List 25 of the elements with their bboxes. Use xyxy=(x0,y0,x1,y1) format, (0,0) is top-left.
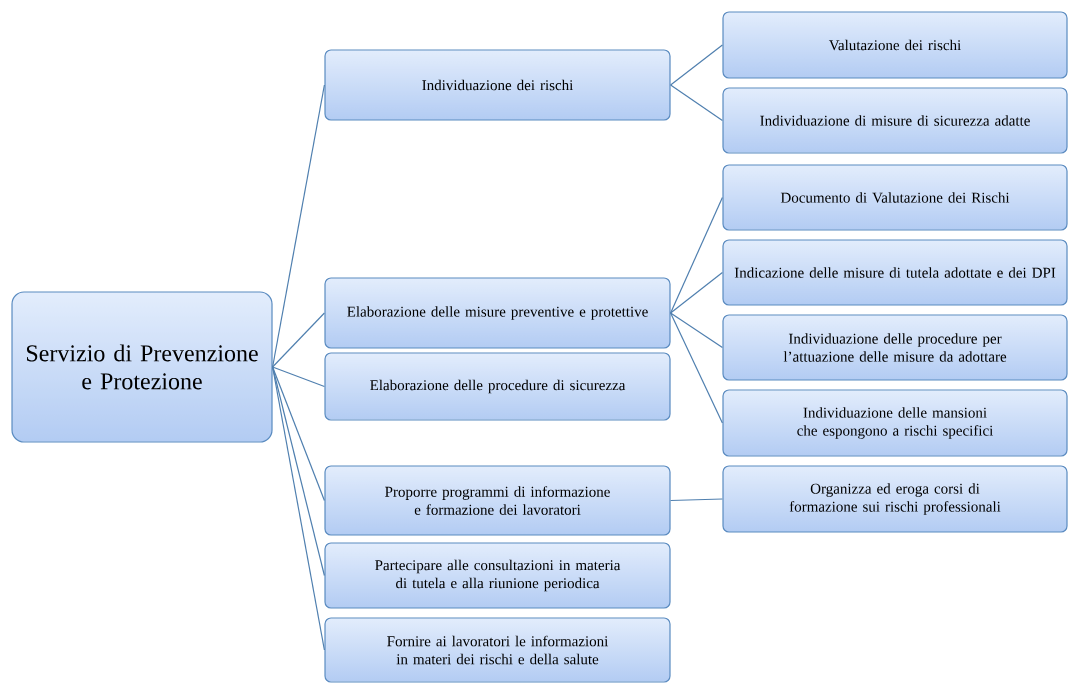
subtopic-box: Valutazione dei rischi xyxy=(722,11,1068,79)
subtopic-box: Individuazione di misure di sicurezza adatte xyxy=(722,87,1068,154)
connector-line xyxy=(670,196,723,314)
subtopic-box: Fornire ai lavoratori le informazioni in materi dei rischi e della salute xyxy=(324,617,671,683)
connector-line xyxy=(272,366,325,651)
connector-line xyxy=(670,44,723,86)
subtopic-box: Individuazione delle procedure per l’attuazione delle misure da adottare xyxy=(722,314,1068,381)
connector-line xyxy=(272,84,325,368)
connector-line xyxy=(670,498,723,502)
subtopic-box: Individuazione dei rischi xyxy=(324,49,671,121)
subtopic-box: Elaborazione delle misure preventive e protettive xyxy=(324,277,671,349)
subtopic-box: Elaborazione delle procedure di sicurezza xyxy=(324,352,671,421)
subtopic-box: Documento di Valutazione dei Rischi xyxy=(722,164,1068,231)
subtopic-box: Proporre programmi di informazione e formazione dei lavoratori xyxy=(324,465,671,536)
subtopic-box: Organizza ed eroga corsi di formazione sui rischi professionali xyxy=(722,465,1068,533)
subtopic-box: Partecipare alle consultazioni in materia di tutela e alla riunione periodica xyxy=(324,542,671,609)
subtopic-box: Individuazione delle mansioni che espongono a rischi specifici xyxy=(722,389,1068,457)
connector-line xyxy=(272,366,325,388)
connector-line xyxy=(670,312,723,424)
connector-line xyxy=(670,312,723,349)
connector-line xyxy=(670,271,723,314)
connector-line xyxy=(670,84,723,122)
topic-box: Servizio di Prevenzione e Protezione xyxy=(11,291,273,443)
subtopic-box: Indicazione delle misure di tutela adottate e dei DPI xyxy=(722,239,1068,306)
connector-line xyxy=(272,312,325,368)
